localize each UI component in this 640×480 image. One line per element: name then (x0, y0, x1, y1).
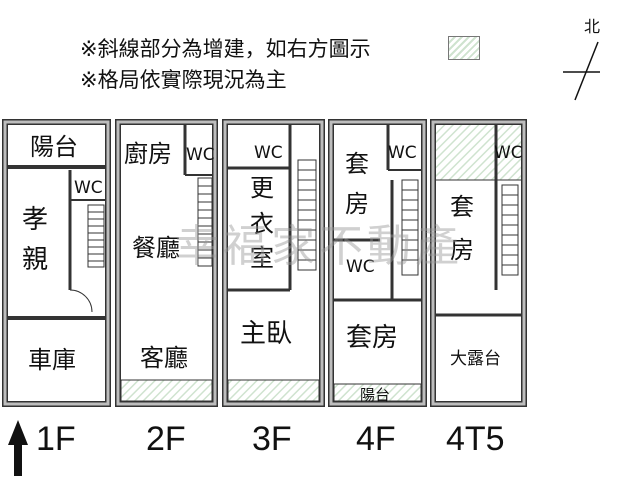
up-arrow-icon (8, 420, 28, 476)
room-balcony-4f: 陽台 (360, 386, 390, 404)
watermark: 幸福家不動產 (175, 221, 463, 272)
room-suite-4t5-2: 房 (450, 236, 474, 264)
room-suite-top-2: 房 (345, 190, 369, 218)
floor-1f: 陽台 孝 親 WC 車庫 (2, 119, 111, 407)
floor-label-1f: 1F (36, 420, 76, 458)
room-elder-1: 孝 (22, 205, 48, 235)
north-arrow-icon: 北 (563, 17, 600, 101)
hatch-legend-swatch (448, 36, 480, 60)
note-layout: ※格局依實際現況為主 (80, 68, 287, 92)
room-wc-4t5: WC (494, 143, 523, 163)
room-suite-bottom: 套房 (346, 323, 398, 353)
floor-4f: 套 房 WC WC 套房 陽台 (328, 119, 427, 407)
floor-label-4f: 4F (356, 420, 396, 458)
room-wc-4f-mid: WC (346, 257, 375, 277)
room-wc-1f: WC (74, 178, 103, 198)
room-balcony-1f: 陽台 (30, 133, 78, 161)
room-closet-1: 更 (250, 174, 274, 202)
room-closet-2: 衣 (250, 210, 274, 238)
room-master: 主臥 (240, 319, 292, 349)
room-wc-3f: WC (254, 143, 283, 163)
floor-label-3f: 3F (252, 420, 292, 458)
room-suite-4t5-1: 套 (450, 193, 474, 221)
note-extension: ※斜線部分為增建，如右方圖示 (80, 37, 371, 61)
room-suite-top-1: 套 (345, 150, 369, 178)
floor-3f: WC 更 衣 室 主臥 (222, 119, 325, 407)
floor-label-4t5: 4T5 (446, 420, 505, 458)
floor-label-2f: 2F (146, 420, 186, 458)
room-wc-2f: WC (186, 145, 215, 165)
room-dining: 餐廳 (132, 234, 180, 262)
room-terrace: 大露台 (450, 349, 501, 369)
room-garage: 車庫 (28, 346, 76, 374)
room-kitchen: 廚房 (124, 140, 172, 168)
floor-2f: 廚房 WC 餐廳 客廳 (115, 119, 218, 407)
north-label: 北 (584, 17, 600, 36)
room-closet-3: 室 (250, 244, 274, 272)
floor-4t5: WC 套 房 大露台 (430, 119, 527, 407)
room-elder-2: 親 (22, 245, 48, 275)
room-wc-4f-top: WC (388, 143, 417, 163)
room-living: 客廳 (140, 344, 188, 372)
